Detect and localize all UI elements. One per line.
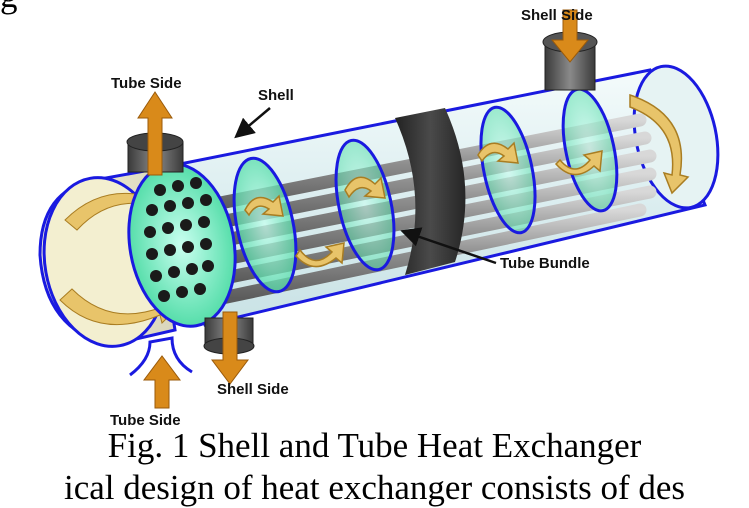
label-tube-bundle: Tube Bundle xyxy=(500,255,590,272)
tube-side-inlet-nozzle xyxy=(129,336,193,377)
heat-exchanger-diagram: Shell Side Tube Side Shell Tube Bundle S… xyxy=(38,7,720,429)
baffle-1 xyxy=(232,156,298,294)
tube-side-in-arrow xyxy=(143,355,181,409)
baffle-2 xyxy=(334,138,396,272)
shell-side-out-arrow xyxy=(211,311,249,385)
label-shell-side-top: Shell Side xyxy=(521,7,593,24)
label-shell-side-bottom: Shell Side xyxy=(217,381,289,398)
shell-flow-arrows xyxy=(244,93,690,268)
label-tube-side-bottom: Tube Side xyxy=(110,412,181,429)
baffle-3 xyxy=(479,105,537,235)
caption-fragment-top: g xyxy=(0,0,18,16)
label-shell: Shell xyxy=(258,87,294,104)
label-tube-side-top: Tube Side xyxy=(111,75,182,92)
figure-caption: Fig. 1 Shell and Tube Heat Exchanger xyxy=(107,426,642,465)
baffles xyxy=(232,87,619,294)
tube-side-out-arrow xyxy=(137,91,173,176)
shell-side-in-arrow xyxy=(550,9,590,63)
shell-band xyxy=(395,108,466,275)
tube-sheet xyxy=(127,162,237,328)
nozzle-arrows xyxy=(137,9,590,409)
body-text-fragment: ical design of heat exchanger consists o… xyxy=(63,468,686,507)
leader-shell xyxy=(234,107,271,139)
leader-tube-bundle xyxy=(400,227,497,265)
